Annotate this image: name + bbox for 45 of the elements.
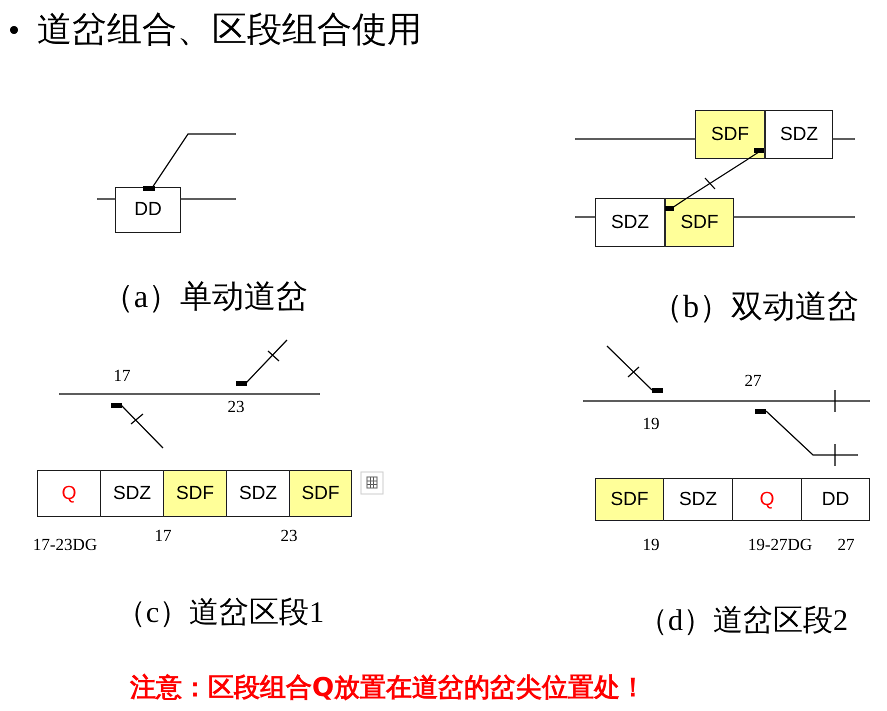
relay-set-box: [665, 198, 734, 247]
switch-track-line: [686, 158, 749, 199]
figure-caption: （a）单动道岔: [102, 277, 308, 316]
box-label: Q: [760, 488, 774, 510]
number-label: 17: [114, 366, 130, 386]
number-label: 19: [642, 535, 660, 555]
box-label: SDZ: [611, 212, 649, 234]
relay-set-box: [163, 470, 227, 517]
box-label: Q: [62, 482, 76, 504]
relay-set-box: [37, 470, 101, 517]
box-label: SDZ: [113, 482, 151, 504]
box-label: SDF: [711, 124, 749, 146]
relay-set-box: [732, 478, 802, 521]
title: 道岔组合、区段组合使用: [37, 9, 422, 52]
number-label: 27: [838, 535, 854, 555]
number-label: 17-23DG: [32, 535, 98, 555]
relay-set-box: [765, 110, 833, 159]
number-label: 27: [744, 371, 762, 391]
box-label: SDF: [176, 482, 214, 504]
relay-set-box: [226, 470, 290, 517]
relay-set-box: [801, 478, 870, 521]
box-label: DD: [134, 199, 162, 221]
number-label: 19: [642, 414, 660, 434]
relay-set-box: [595, 478, 664, 521]
number-label: 23: [280, 526, 298, 546]
box-label: DD: [822, 488, 850, 510]
relay-set-box: [695, 110, 765, 159]
box-label: SDZ: [780, 124, 818, 146]
figure-caption: （c）道岔区段1: [116, 595, 324, 631]
relay-set-box: [595, 198, 665, 247]
relay-set-box: [289, 470, 352, 517]
number-label: 23: [228, 397, 244, 417]
number-label: 17: [154, 526, 172, 546]
box-label: SDZ: [679, 488, 717, 510]
box-label: SDF: [610, 488, 648, 510]
figure-caption: （b）双动道岔: [651, 287, 859, 326]
relay-set-box: [100, 470, 164, 517]
relay-set-box: [115, 187, 181, 233]
box-label: SDF: [680, 212, 718, 234]
box-label: SDZ: [239, 482, 277, 504]
number-label: 19-27DG: [748, 535, 812, 555]
relay-set-box: [663, 478, 733, 521]
box-label: SDF: [302, 482, 340, 504]
figure-caption: （d）道岔区段2: [638, 603, 848, 639]
note: 注意：区段组合Q放置在道岔的岔尖位置处！: [130, 672, 646, 705]
